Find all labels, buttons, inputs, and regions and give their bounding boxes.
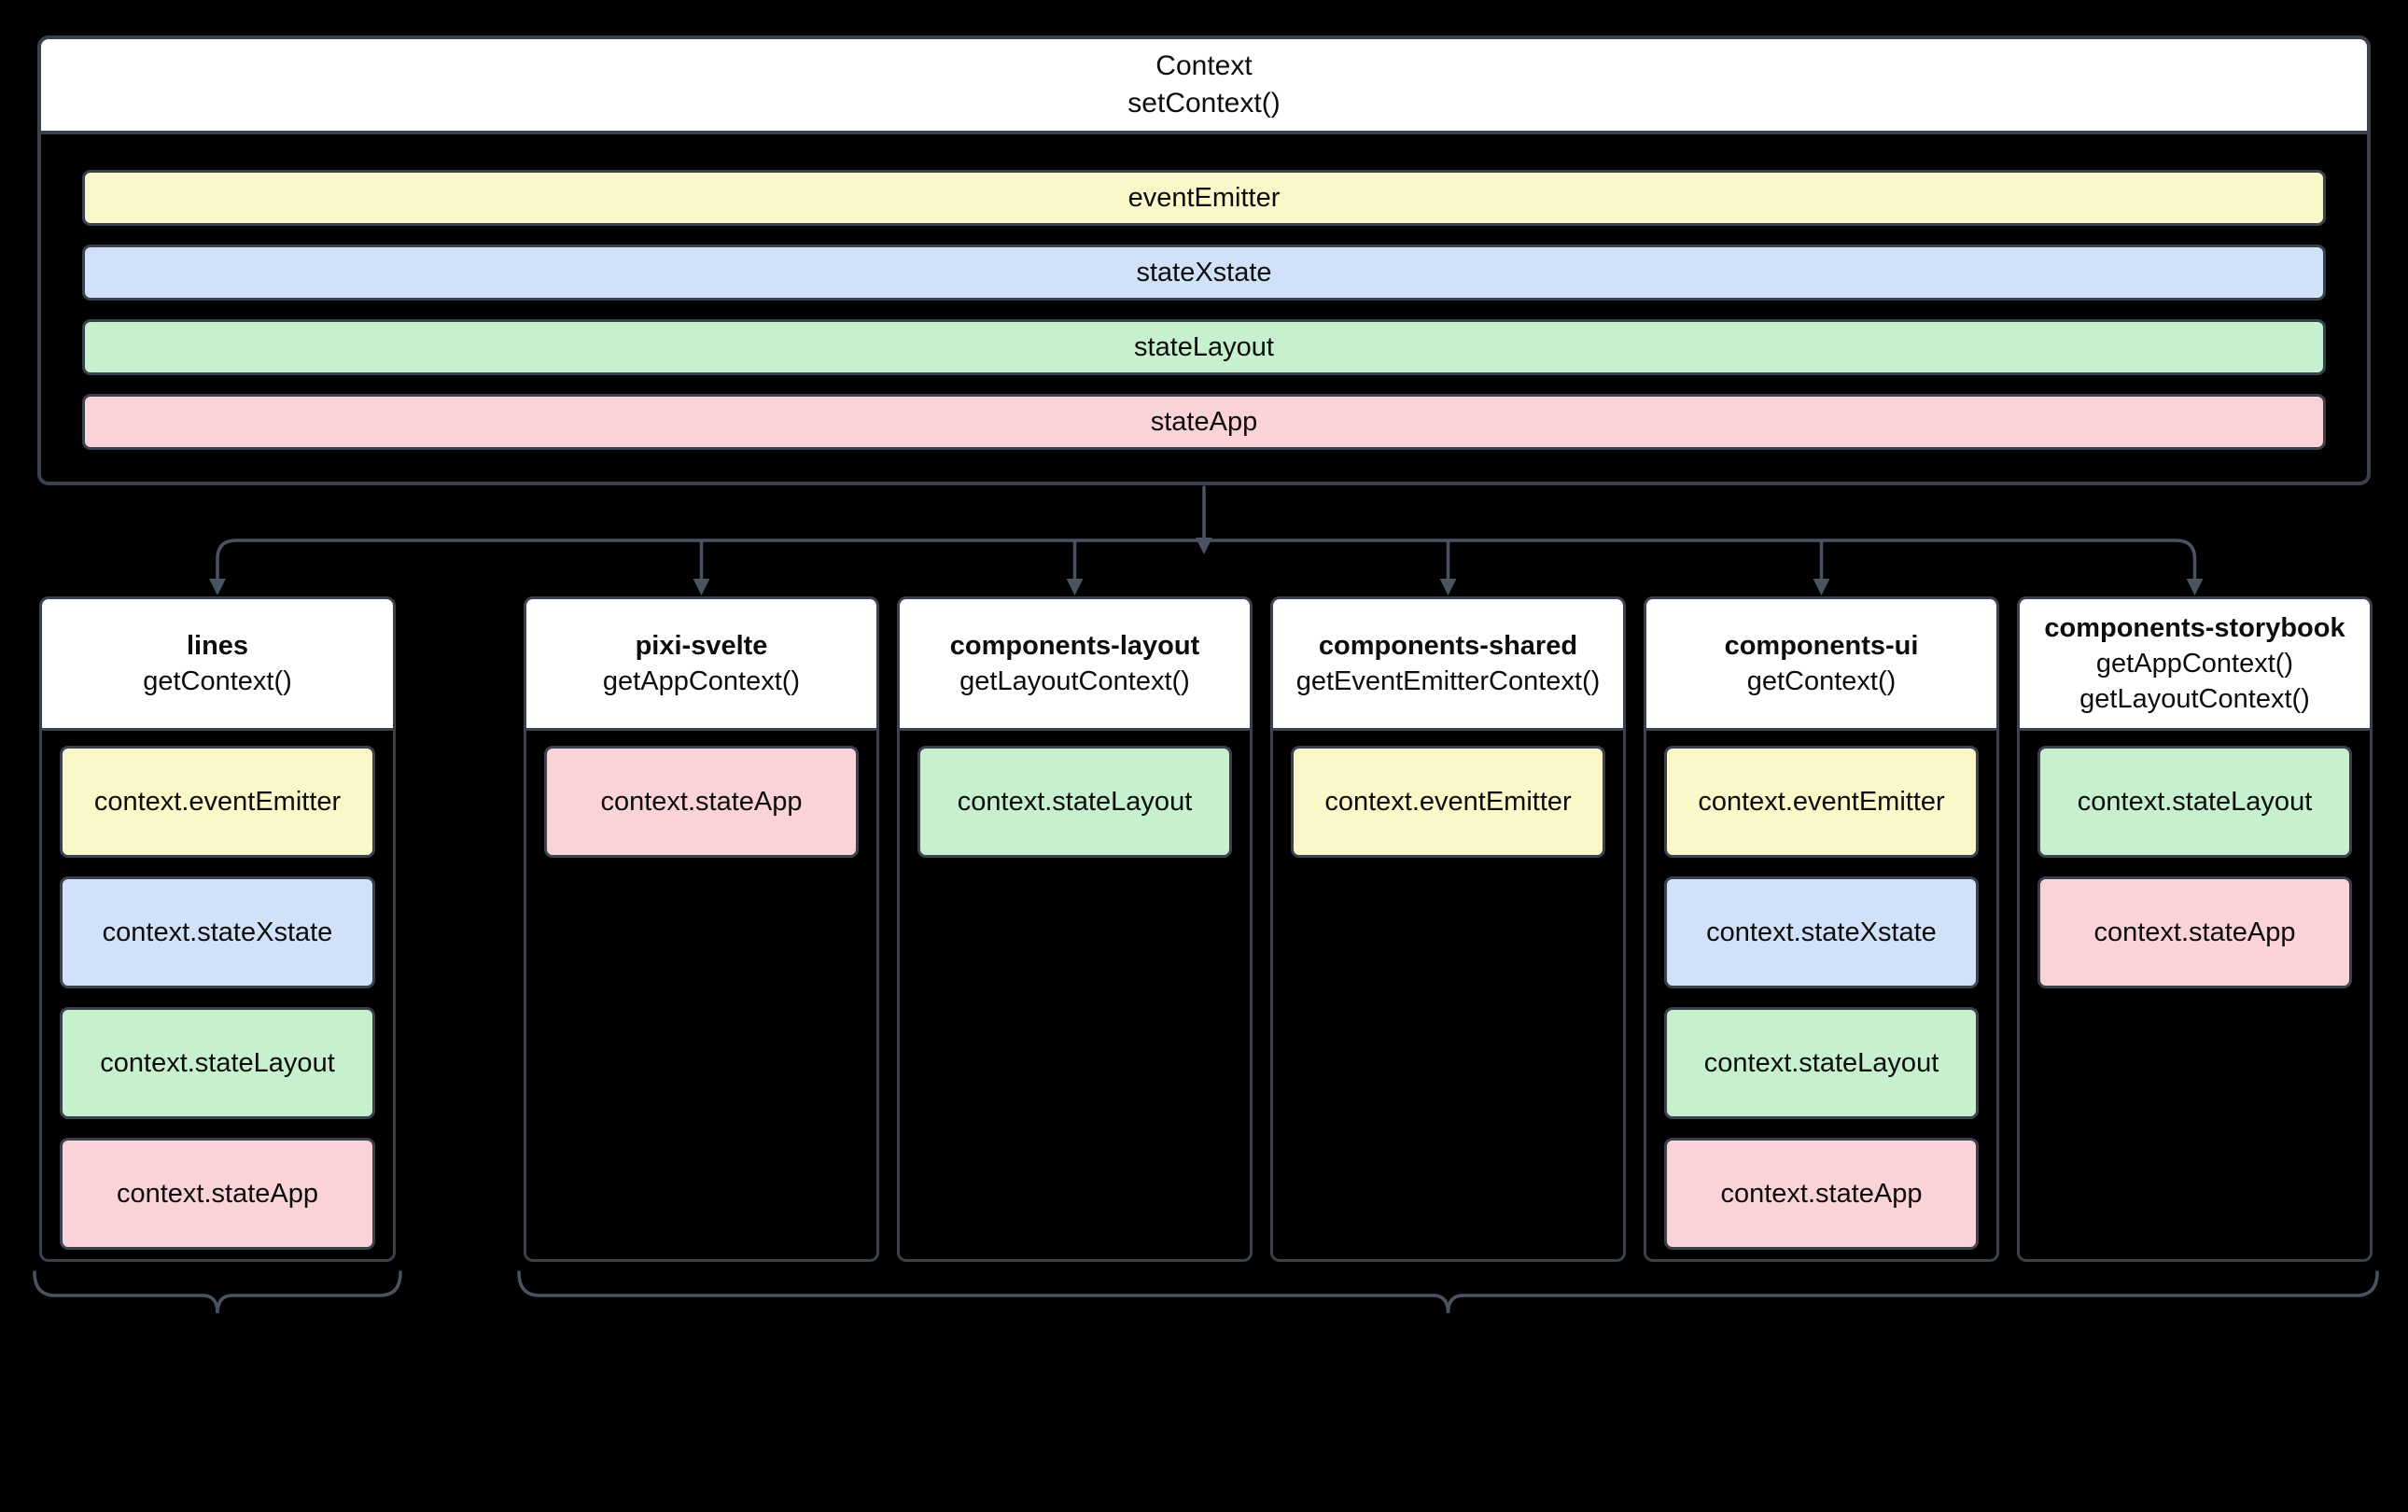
- child-tiles: context.eventEmitter context.stateXstate c…: [42, 731, 393, 1250]
- child-box-components-storybook: components-storybook getAppContext() getL…: [2017, 596, 2373, 1262]
- context-tile-label: context.stateApp: [2093, 917, 2296, 947]
- child-tiles: context.stateApp: [526, 731, 876, 858]
- arrowhead-lines: [209, 579, 226, 595]
- child-tiles: context.eventEmitter: [1273, 731, 1623, 858]
- context-bar-label: eventEmitter: [1127, 182, 1281, 213]
- child-name: components-ui: [1724, 631, 1919, 661]
- context-tile-green: context.stateLayout: [917, 746, 1232, 858]
- context-tile-yellow: context.eventEmitter: [1664, 746, 1979, 858]
- trunk-arrowhead: [1196, 538, 1212, 554]
- context-tile-label: context.stateLayout: [1703, 1047, 1939, 1078]
- child-name: pixi-svelte: [635, 631, 768, 661]
- context-tile-green: context.stateLayout: [60, 1007, 375, 1119]
- child-tiles: context.stateLayout context.stateApp: [2020, 731, 2370, 988]
- context-tile-label: context.eventEmitter: [1698, 786, 1945, 817]
- arrowhead-components-storybook: [2186, 579, 2204, 595]
- context-tile-label: context.stateApp: [116, 1178, 319, 1209]
- child-name: components-shared: [1318, 631, 1578, 661]
- child-method: getContext(): [143, 666, 292, 696]
- context-tile-pink: context.stateApp: [1664, 1138, 1979, 1250]
- context-root-header: Context setContext(): [41, 39, 2367, 134]
- child-name: lines: [186, 631, 249, 661]
- child-method: getAppContext(): [2095, 649, 2294, 679]
- arrowhead-pixi-svelte: [693, 579, 710, 595]
- context-root-subtitle: setContext(): [1127, 88, 1281, 119]
- child-method: getLayoutContext(): [959, 666, 1190, 696]
- child-header: components-shared getEventEmitterContext…: [1273, 599, 1623, 731]
- context-root-box: Context setContext() eventEmitter stateXs…: [37, 35, 2371, 485]
- context-tile-green: context.stateLayout: [2037, 746, 2352, 858]
- context-tile-label: context.stateApp: [1720, 1178, 1923, 1209]
- context-tile-yellow: context.eventEmitter: [60, 746, 375, 858]
- child-method: getContext(): [1746, 666, 1897, 696]
- context-tile-pink: context.stateApp: [2037, 876, 2352, 988]
- child-header: components-storybook getAppContext() getL…: [2020, 599, 2370, 731]
- context-tile-pink: context.stateApp: [544, 746, 859, 858]
- context-tile-label: context.stateApp: [600, 786, 803, 817]
- context-tile-label: context.stateXstate: [1706, 917, 1937, 947]
- child-box-components-ui: components-ui getContext() context.event…: [1644, 596, 1999, 1262]
- context-tile-green: context.stateLayout: [1664, 1007, 1979, 1119]
- context-tile-label: context.stateLayout: [100, 1047, 335, 1078]
- arrowhead-components-ui: [1813, 579, 1830, 595]
- context-tile-pink: context.stateApp: [60, 1138, 375, 1250]
- context-tile-blue: context.stateXstate: [60, 876, 375, 988]
- child-tiles: context.stateLayout: [900, 731, 1250, 858]
- fanout-connector: [216, 539, 2197, 583]
- child-name: components-layout: [949, 631, 1200, 661]
- context-tile-label: context.eventEmitter: [1324, 786, 1572, 817]
- context-tile-label: context.stateXstate: [102, 917, 333, 947]
- child-box-components-layout: components-layout getLayoutContext() con…: [897, 596, 1253, 1262]
- arrowhead-components-layout: [1066, 579, 1084, 595]
- context-bar-pink: stateApp: [82, 394, 2326, 450]
- child-method: getAppContext(): [602, 666, 801, 696]
- context-bar-blue: stateXstate: [82, 245, 2326, 301]
- context-root-title: Context: [1155, 50, 1253, 81]
- context-bar-yellow: eventEmitter: [82, 170, 2326, 226]
- context-bar-green: stateLayout: [82, 319, 2326, 375]
- child-name: components-storybook: [2044, 613, 2345, 643]
- child-header: components-ui getContext(): [1646, 599, 1996, 731]
- child-method: getEventEmitterContext(): [1295, 666, 1601, 696]
- context-tile-label: context.stateLayout: [2077, 786, 2313, 817]
- child-box-components-shared: components-shared getEventEmitterContext…: [1270, 596, 1626, 1262]
- arrowhead-components-shared: [1439, 579, 1457, 595]
- context-tile-label: context.eventEmitter: [93, 786, 342, 817]
- context-bar-label: stateApp: [1150, 406, 1258, 437]
- context-tile-blue: context.stateXstate: [1664, 876, 1979, 988]
- child-tiles: context.eventEmitter context.stateXstate c…: [1646, 731, 1996, 1250]
- context-bar-label: stateXstate: [1136, 257, 1272, 287]
- context-tile-label: context.stateLayout: [957, 786, 1193, 817]
- underbrace-left: [33, 1270, 402, 1314]
- context-root-bars: eventEmitter stateXstate stateLayout stateA…: [41, 134, 2367, 450]
- child-box-pixi-svelte: pixi-svelte getAppContext() context.stat…: [524, 596, 879, 1262]
- underbrace-right: [517, 1270, 2379, 1314]
- child-header: lines getContext(): [42, 599, 393, 731]
- child-header: components-layout getLayoutContext(): [900, 599, 1250, 731]
- child-header: pixi-svelte getAppContext(): [526, 599, 876, 731]
- context-bar-label: stateLayout: [1134, 331, 1274, 362]
- child-method: getLayoutContext(): [2079, 684, 2310, 714]
- context-tile-yellow: context.eventEmitter: [1291, 746, 1605, 858]
